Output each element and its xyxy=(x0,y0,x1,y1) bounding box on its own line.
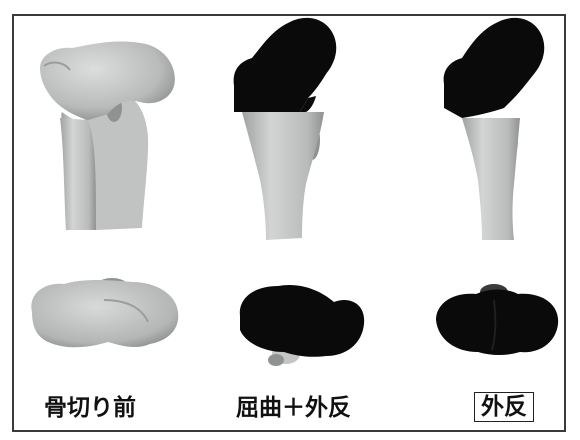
valgus-femur-front xyxy=(444,18,545,240)
preop-femur-axial xyxy=(31,278,178,347)
flexion-valgus-femur-front xyxy=(234,18,337,240)
flexion-valgus-femur-axial xyxy=(240,285,364,366)
label-flexion-valgus: 屈曲＋外反 xyxy=(236,394,351,422)
preop-femur-front xyxy=(40,41,175,230)
label-valgus-boxed: 外反 xyxy=(474,392,534,422)
label-preop: 骨切り前 xyxy=(44,394,136,422)
valgus-femur-axial xyxy=(436,284,558,355)
